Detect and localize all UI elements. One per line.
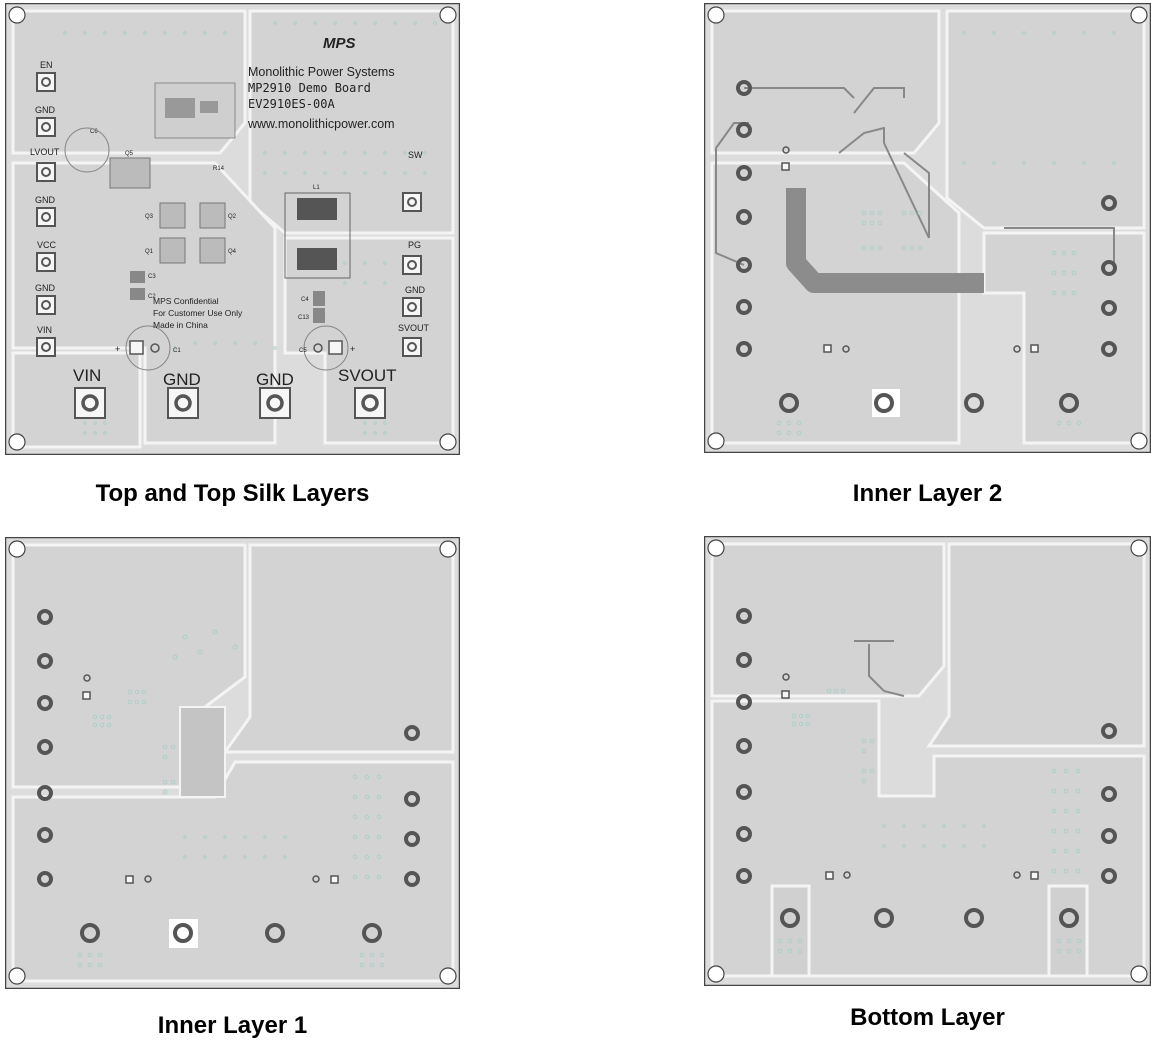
tp-label-gnd-2: GND (35, 195, 56, 205)
board-website-text: www.monolithicpower.com (247, 117, 395, 131)
tp-label-vcc: VCC (37, 240, 57, 250)
mps-logo: MPS (323, 35, 356, 52)
component-cluster: C6 Q5 Q3 Q2 Q1 Q4 C3 C2 C4 C13 R14 (90, 82, 325, 323)
caps-c1-c5: + C1 + C5 (115, 325, 355, 371)
caption-inner-layer-1: Inner Layer 1 (157, 1012, 308, 1039)
pcb-bottom-svg (704, 536, 1151, 986)
right-test-points: SW PG GND SVOUT (398, 150, 430, 357)
pcb-inner1-svg (5, 537, 460, 989)
tp-label-svout: SVOUT (398, 323, 430, 333)
pcb-board-inner1 (5, 537, 460, 989)
confidential-line-1: MPS Confidential (153, 296, 219, 306)
board-name-text: MP2910 Demo Board (248, 81, 371, 95)
part-c6: C6 (90, 129, 98, 135)
part-c13: C13 (298, 315, 310, 321)
pcb-top-svg: MPS Monolithic Power Systems MP2910 Demo… (5, 3, 460, 455)
tp-label-gnd-r: GND (405, 285, 426, 295)
part-c3: C3 (148, 274, 156, 280)
via-field (63, 21, 437, 435)
pcb-board-inner2 (704, 3, 1151, 453)
part-l1: L1 (313, 185, 320, 191)
conn-label-vin: VIN (73, 366, 101, 385)
tp-label-vin: VIN (37, 325, 52, 335)
conn-label-svout: SVOUT (338, 366, 397, 385)
part-r14: R14 (213, 166, 225, 172)
caption-bottom-layer: Bottom Layer (850, 1004, 1005, 1031)
board-company-text: Monolithic Power Systems (248, 65, 395, 79)
svg-text:+: + (115, 344, 120, 354)
tp-label-pg: PG (408, 240, 421, 250)
tp-label-gnd-1: GND (35, 105, 56, 115)
part-c2: C2 (148, 294, 156, 300)
pcb-board-top: MPS Monolithic Power Systems MP2910 Demo… (5, 3, 460, 455)
part-c1: C1 (173, 348, 181, 354)
inductor-l1: L1 (284, 185, 351, 279)
conn-label-gnd-2: GND (256, 370, 294, 389)
tp-label-gnd-3: GND (35, 283, 56, 293)
board-id-text: EV2910ES-00A (248, 97, 335, 111)
inner2-traces (715, 87, 1115, 266)
left-test-points: EN GND LVOUT GND VCC GND VIN (30, 60, 60, 357)
conn-label-gnd-1: GND (163, 370, 201, 389)
tp-label-en: EN (40, 60, 53, 70)
caption-inner-layer-2: Inner Layer 2 (852, 480, 1003, 507)
part-c5: C5 (299, 348, 307, 354)
part-c4: C4 (301, 297, 309, 303)
part-q5: Q5 (125, 151, 134, 157)
pcb-board-bottom (704, 536, 1151, 986)
confidential-line-2: For Customer Use Only (153, 308, 243, 318)
part-q1: Q1 (145, 249, 154, 255)
tp-label-lvout: LVOUT (30, 147, 60, 157)
part-q2: Q2 (228, 214, 237, 220)
tp-label-sw: SW (408, 150, 423, 160)
bottom-connectors: VIN GND GND SVOUT (73, 366, 397, 419)
caption-top-layer: Top and Top Silk Layers (95, 480, 370, 507)
part-q4: Q4 (228, 249, 237, 255)
part-q3: Q3 (145, 214, 154, 220)
confidential-line-3: Made in China (153, 320, 208, 330)
svg-text:+: + (350, 344, 355, 354)
pcb-inner2-svg (704, 3, 1151, 453)
